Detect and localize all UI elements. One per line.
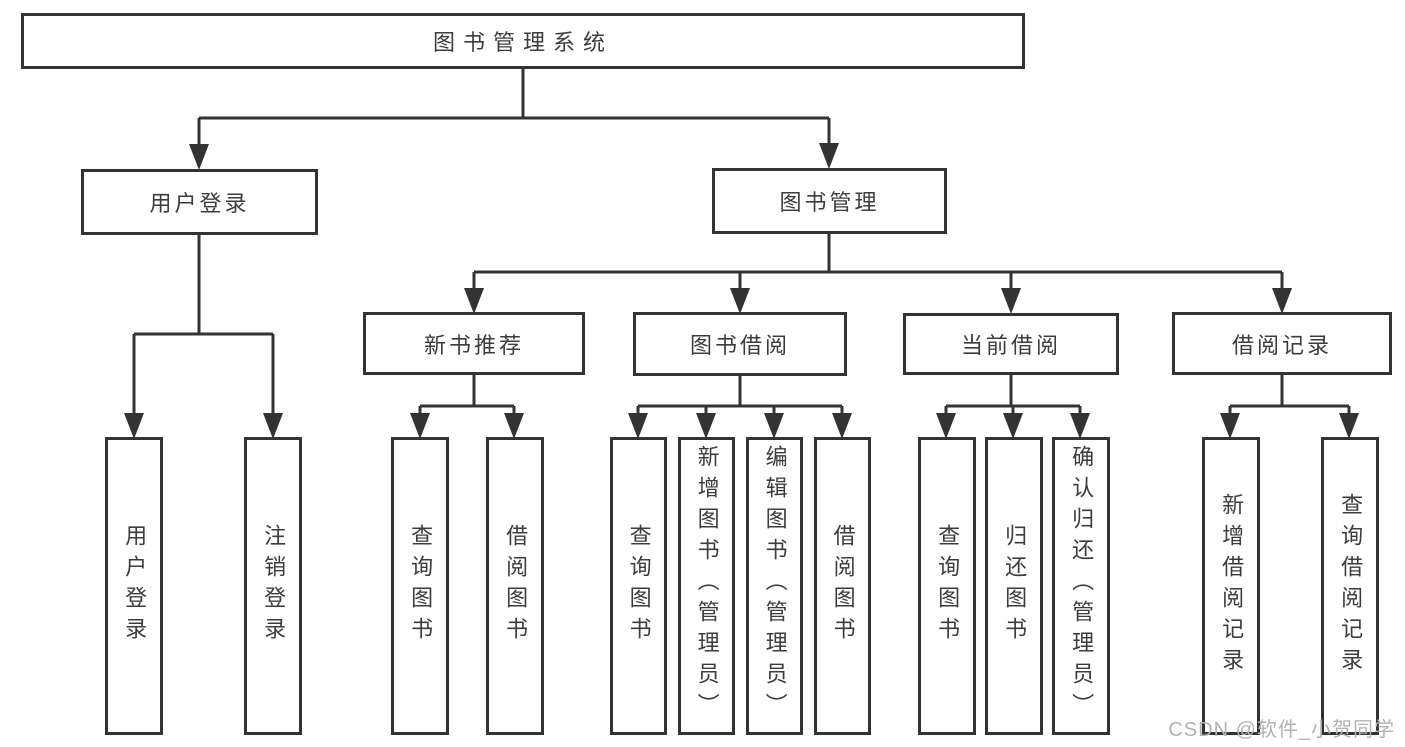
- leaf-confirm-return-admin: 确认归还（管理员）: [1052, 437, 1110, 735]
- leaf-add-book-admin: 新增图书（管理员）: [678, 437, 735, 735]
- node-current-borrow: 当前借阅: [903, 313, 1119, 375]
- arrowhead: [1220, 413, 1240, 439]
- leaf-user-login: 用户登录: [105, 437, 163, 735]
- node-book-borrow: 图书借阅: [633, 312, 847, 376]
- node-label: 查询借阅记录: [1338, 493, 1364, 679]
- node-user-login: 用户登录: [81, 169, 318, 235]
- node-new-book-recommend: 新书推荐: [363, 312, 585, 375]
- leaf-query-books-recommend: 查询图书: [391, 437, 449, 735]
- arrowhead: [819, 143, 839, 169]
- node-label: 归还图书: [1002, 524, 1028, 648]
- node-label: 新增图书（管理员）: [694, 445, 720, 724]
- arrowhead: [1001, 288, 1021, 314]
- node-label: 新增借阅记录: [1219, 493, 1245, 679]
- node-label: 查询图书: [626, 524, 652, 648]
- node-borrow-records: 借阅记录: [1172, 312, 1392, 375]
- leaf-query-books-current: 查询图书: [918, 437, 976, 735]
- arrowhead: [189, 144, 209, 170]
- leaf-borrow-books: 借阅图书: [814, 437, 871, 735]
- node-label: 借阅图书: [503, 524, 529, 648]
- node-label: 图书管理系统: [432, 30, 613, 55]
- leaf-edit-book-admin: 编辑图书（管理员）: [746, 437, 803, 735]
- arrowhead: [263, 413, 283, 439]
- leaf-query-books-borrow: 查询图书: [610, 437, 667, 735]
- node-root-library-system: 图书管理系统: [21, 13, 1025, 69]
- node-label: 用户登录: [122, 524, 148, 648]
- node-label: 用户登录: [149, 191, 250, 216]
- leaf-logout: 注销登录: [244, 437, 302, 735]
- arrowhead: [832, 413, 852, 439]
- connector-new-book: [418, 375, 516, 413]
- csdn-watermark: CSDN @软件_小贺同学: [1168, 719, 1395, 741]
- arrowhead: [1272, 288, 1292, 314]
- connector-root: [197, 68, 831, 145]
- node-label: 借阅记录: [1231, 332, 1332, 358]
- arrowhead: [628, 413, 648, 439]
- node-label: 注销登录: [261, 524, 287, 648]
- leaf-borrow-books-recommend: 借阅图书: [486, 437, 544, 735]
- node-label: 当前借阅: [960, 333, 1061, 358]
- node-label: 借阅图书: [830, 524, 856, 648]
- arrowhead: [764, 413, 784, 439]
- node-label: 确认归还（管理员）: [1069, 445, 1095, 724]
- connector-current-borrow: [944, 375, 1082, 413]
- node-label: 编辑图书（管理员）: [762, 445, 788, 724]
- node-label: 查询图书: [935, 524, 961, 648]
- node-label: 图书管理: [779, 190, 880, 215]
- arrowhead: [410, 413, 430, 439]
- arrowhead: [464, 288, 484, 314]
- leaf-return-book: 归还图书: [985, 437, 1043, 735]
- arrowhead: [1003, 413, 1023, 439]
- connector-borrow-records: [1228, 375, 1351, 413]
- arrowhead: [504, 413, 524, 439]
- node-book-management: 图书管理: [712, 168, 947, 234]
- arrowhead: [730, 288, 750, 314]
- node-label: 查询图书: [408, 524, 434, 648]
- arrowhead: [124, 413, 144, 439]
- arrowhead: [1339, 413, 1359, 439]
- connector-user-login: [132, 234, 275, 413]
- arrowhead: [936, 413, 956, 439]
- arrowhead: [1070, 413, 1090, 439]
- leaf-query-borrow-record: 查询借阅记录: [1321, 437, 1379, 735]
- node-label: 新书推荐: [423, 332, 524, 358]
- leaf-add-borrow-record: 新增借阅记录: [1202, 437, 1260, 735]
- arrowhead: [696, 413, 716, 439]
- connector-book-borrow: [636, 376, 844, 413]
- connector-book-management: [472, 234, 1284, 288]
- node-label: 图书借阅: [689, 333, 790, 358]
